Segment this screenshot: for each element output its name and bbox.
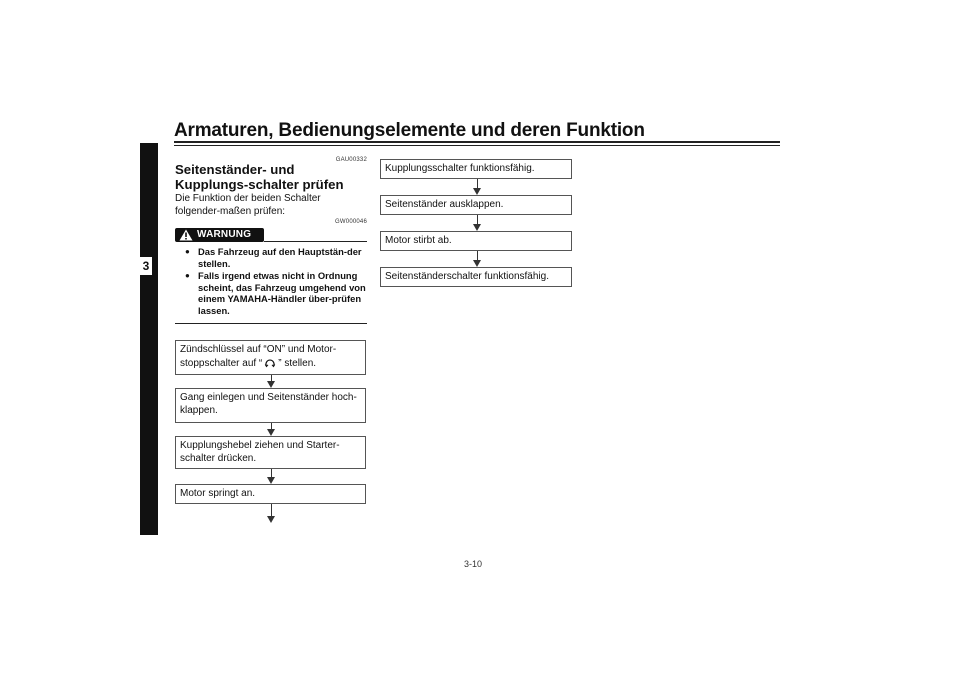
flow-left-step-4: Motor springt an. [175,484,366,504]
warning-item-text: Das Fahrzeug auf den Hauptstän-der stell… [198,246,362,269]
section-title: Seitenständer- und Kupplungs-schalter pr… [175,162,344,192]
flow-right-step-3-text: Motor stirbt ab. [385,235,452,246]
flow-right-step-4-text: Seitenständerschalter funktionsfähig. [385,271,549,282]
warning-item-text: Falls irgend etwas nicht in Ordnung sche… [198,270,366,316]
flow-left-step-1-text-b: ” stellen. [278,357,317,369]
flow-right-step-3: Motor stirbt ab. [380,231,572,251]
flow-left-step-3-text: Kupplungshebel ziehen und Starter-schalt… [180,440,340,464]
section-code: GAU00332 [335,157,367,163]
flow-arrow [473,251,481,267]
run-switch-icon [265,358,276,367]
flow-right-step-1-text: Kupplungsschalter funktionsfähig. [385,163,535,174]
flow-right-step-2: Seitenständer ausklappen. [380,195,572,215]
flow-arrow [267,375,275,388]
chapter-number: 3 [140,257,152,275]
section-intro: Die Funktion der beiden Schalter folgend… [175,193,321,217]
page-header-title: Armaturen, Bedienungselemente und deren … [174,120,645,141]
chapter-tab [140,143,158,535]
page-number: 3-10 [464,559,483,569]
warning-end-rule [175,323,367,324]
flow-left-step-2-text: Gang einlegen und Seitenständer hoch-kla… [180,392,357,416]
header-rule [174,141,780,143]
bullet-icon: ● [185,271,190,281]
header-rule-thin [174,145,780,146]
flow-left-step-3: Kupplungshebel ziehen und Starter-schalt… [175,436,366,469]
bullet-icon: ● [185,247,190,256]
flow-right-step-4: Seitenständerschalter funktionsfähig. [380,267,572,287]
flow-arrow [267,423,275,436]
flow-left-step-1-text-a: Zündschlüssel auf “ON” und Motor-stoppsc… [180,344,337,369]
warning-label: WARNUNG [197,229,252,240]
flow-arrow [267,469,275,484]
flow-right-step-1: Kupplungsschalter funktionsfähig. [380,159,572,179]
warning-triangle-icon [179,229,193,241]
warning-rule [264,241,367,242]
warning-item: ● Das Fahrzeug auf den Hauptstän-der ste… [185,246,367,269]
flow-left-step-1: Zündschlüssel auf “ON” und Motor-stoppsc… [175,340,366,375]
flow-left-step-2: Gang einlegen und Seitenständer hoch-kla… [175,388,366,423]
flow-arrow [473,215,481,231]
flow-arrow [267,504,275,523]
warning-item: ● Falls irgend etwas nicht in Ordnung sc… [185,270,367,316]
flow-right-step-2-text: Seitenständer ausklappen. [385,199,504,210]
warning-code: GW000046 [335,219,367,225]
warning-list: ● Das Fahrzeug auf den Hauptstän-der ste… [185,246,367,318]
flow-left-step-4-text: Motor springt an. [180,488,256,499]
flow-arrow [473,179,481,195]
warning-badge: WARNUNG [175,228,264,242]
